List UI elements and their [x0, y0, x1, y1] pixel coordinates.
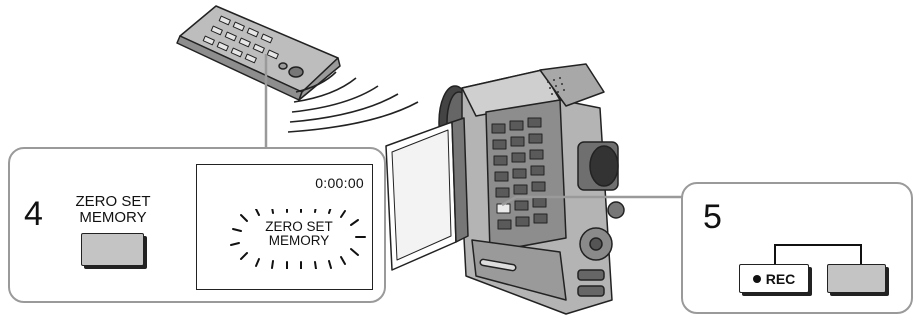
rec-button[interactable]: REC	[739, 264, 809, 293]
step-4-panel: 4 ZERO SET MEMORY 0:00:00	[8, 147, 386, 303]
step-4-number: 4	[24, 197, 43, 231]
record-dot-icon	[753, 275, 761, 283]
step-5-number: 5	[703, 200, 722, 234]
rec-button-label: REC	[766, 271, 796, 287]
simultaneous-press-bracket	[774, 244, 862, 266]
indicator-line2: MEMORY	[243, 234, 355, 248]
rec-pair-button[interactable]	[827, 264, 886, 293]
lcd-screen: 0:00:00	[196, 164, 373, 290]
zero-set-memory-label: ZERO SET MEMORY	[70, 194, 156, 226]
indicator-line1: ZERO SET	[243, 220, 355, 234]
zero-set-memory-button[interactable]	[81, 233, 144, 266]
tape-counter: 0:00:00	[315, 175, 364, 191]
zero-set-memory-indicator: ZERO SET MEMORY	[229, 209, 369, 269]
camcorder-icon	[386, 64, 624, 314]
zero-set-label-line1: ZERO SET	[70, 194, 156, 210]
step-5-panel: 5 REC	[681, 182, 913, 314]
zero-set-label-line2: MEMORY	[70, 210, 156, 226]
